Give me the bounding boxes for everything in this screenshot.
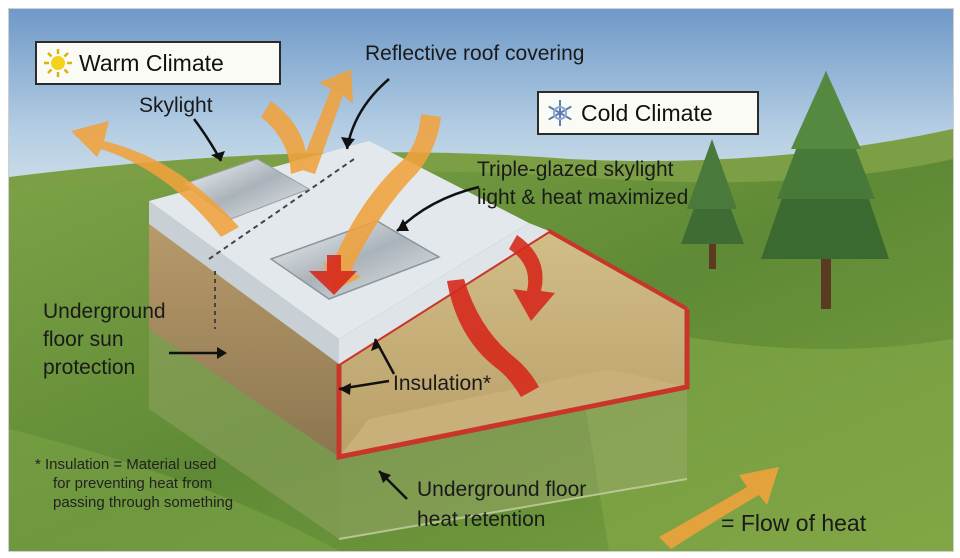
warm-climate-label: Warm Climate xyxy=(79,50,224,76)
underground-heat-line1: Underground floor xyxy=(417,478,587,501)
footnote-line3: passing through something xyxy=(53,494,234,511)
roof-front-slope xyxy=(149,201,339,364)
underground-sun-protection-label: Underground floor sun protection xyxy=(43,299,166,380)
snowflake-icon xyxy=(548,100,572,126)
small-tree xyxy=(681,139,744,269)
cold-heat-arrows xyxy=(309,235,555,397)
insulation-edge xyxy=(336,309,690,461)
footnote-line2: for preventing heat from xyxy=(53,475,213,492)
insulation-footnote: * Insulation = Material used for prevent… xyxy=(35,455,233,512)
underground-sun-line1: Underground xyxy=(43,300,166,323)
house-side-wall xyxy=(149,224,339,457)
diagram-frame: Warm Climate Cold Climate Skylight Refle… xyxy=(8,8,954,552)
underground-heat-line2: heat retention xyxy=(417,508,546,531)
underground-sun-line3: protection xyxy=(43,356,136,379)
cold-climate-label: Cold Climate xyxy=(581,100,713,126)
heat-flow-arrow-icon xyxy=(659,467,779,549)
reflective-roof-label: Reflective roof covering xyxy=(365,42,585,65)
scene-illustration xyxy=(9,9,953,551)
cold-climate-box: Cold Climate xyxy=(537,91,759,135)
triple-glazed-label: Triple-glazed skylight light & heat maxi… xyxy=(477,157,688,210)
triple-glazed-line2: light & heat maximized xyxy=(477,186,689,209)
triple-glazed-line1: Triple-glazed skylight xyxy=(477,158,674,181)
footnote-line1: * Insulation = Material used xyxy=(35,456,217,473)
tall-tree xyxy=(761,71,889,309)
warm-heat-arrows xyxy=(71,69,441,291)
warm-climate-box: Warm Climate xyxy=(35,41,281,85)
insulation-label: Insulation* xyxy=(393,372,492,395)
skylight-label: Skylight xyxy=(139,94,213,117)
underground-heat-retention-label: Underground floor heat retention xyxy=(417,477,586,532)
underground-sun-line2: floor sun xyxy=(43,328,124,351)
roof-boundary-line xyxy=(208,156,358,260)
legend-label: = Flow of heat xyxy=(721,510,867,536)
sun-icon xyxy=(44,49,72,77)
